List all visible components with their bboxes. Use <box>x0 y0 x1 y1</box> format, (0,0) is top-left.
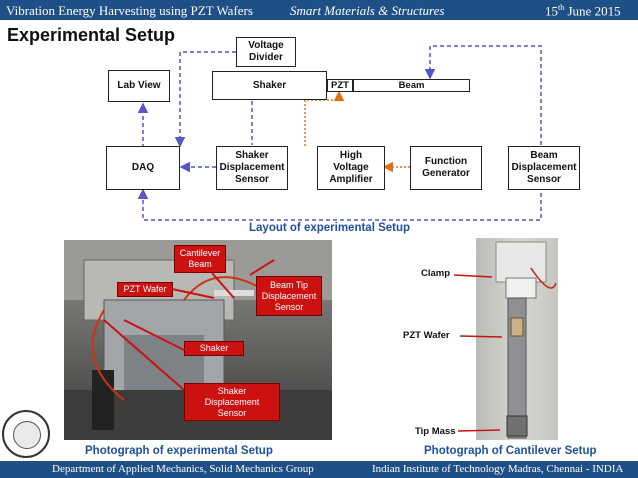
setup-photo-caption: Photograph of experimental Setup <box>85 445 273 457</box>
cantilever-photo-caption: Photograph of Cantilever Setup <box>424 445 597 457</box>
header-date: 15th June 2015 <box>545 3 621 19</box>
header-presentation-title: Vibration Energy Harvesting using PZT Wa… <box>6 3 253 18</box>
cantilever-pointers <box>453 274 503 432</box>
footer-bar: Department of Applied Mechanics, Solid M… <box>0 461 638 478</box>
header-course-name: Smart Materials & Structures <box>290 3 445 18</box>
daq-block: DAQ <box>106 146 180 190</box>
connector-divider-to-daq <box>174 51 236 148</box>
shaker-block: Shaker <box>212 71 327 100</box>
beam-displacement-sensor-block: Beam Displacement Sensor <box>508 146 580 190</box>
shaker-displacement-sensor-block: Shaker Displacement Sensor <box>216 146 288 190</box>
high-voltage-amplifier-block: High Voltage Amplifier <box>317 146 385 190</box>
label-cantilever-beam: Cantilever Beam <box>174 245 226 273</box>
label-tip-mass: Tip Mass <box>415 426 456 437</box>
label-shaker-sensor: Shaker Displacement Sensor <box>184 383 280 421</box>
header-bar: Vibration Energy Harvesting using PZT Wa… <box>0 0 638 20</box>
experimental-setup-photo: Cantilever Beam PZT Wafer Beam Tip Displ… <box>64 240 332 440</box>
seal-emblem <box>13 421 41 449</box>
label-pzt-wafer: PZT Wafer <box>117 282 173 297</box>
diagram-caption: Layout of experimental Setup <box>249 222 411 234</box>
label-clamp: Clamp <box>421 268 451 279</box>
label-beam-tip-sensor: Beam Tip Displacement Sensor <box>256 276 322 316</box>
label-shaker: Shaker <box>184 341 244 356</box>
footer-department: Department of Applied Mechanics, Solid M… <box>52 463 314 475</box>
function-generator-block: Function Generator <box>410 146 482 190</box>
setup-diagram <box>137 45 542 221</box>
voltage-divider-block: Voltage Divider <box>236 37 296 67</box>
cantilever-photo-art <box>495 241 557 439</box>
slide-title: Experimental Setup <box>7 25 176 45</box>
setup-photo-pointers <box>103 259 275 391</box>
pzt-block: PZT <box>327 79 353 92</box>
cantilever-photo <box>476 238 558 440</box>
beam-block: Beam <box>353 79 470 92</box>
lab-view-block: Lab View <box>108 70 170 102</box>
institute-seal-logo <box>2 410 50 458</box>
connector-amplifier-to-pzt <box>304 90 345 146</box>
connector-beam-sensor-to-beam <box>424 45 542 145</box>
footer-institute: Indian Institute of Technology Madras, C… <box>372 463 624 475</box>
label-cantilever-pzt-wafer: PZT Wafer <box>403 330 450 341</box>
connector-beam-sensor-to-daq <box>137 188 542 221</box>
